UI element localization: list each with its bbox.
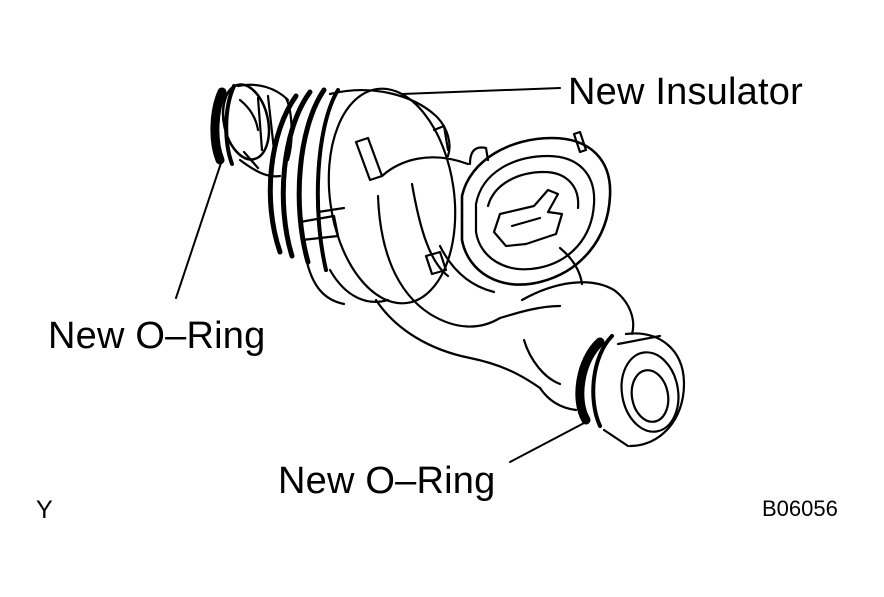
new-o-ring-left-label: New O–Ring: [48, 315, 266, 357]
lower-nozzle: [575, 332, 686, 448]
upper-nozzle: [210, 83, 293, 178]
injector-body: [374, 146, 635, 412]
figure-code-label: B06056: [762, 496, 838, 521]
insulator-leader-line: [401, 87, 561, 95]
new-o-ring-bottom-label: New O–Ring: [278, 460, 496, 502]
upper-oring-leader-line: [175, 159, 223, 299]
lower-o-ring: [575, 337, 605, 425]
electrical-connector: [424, 130, 612, 286]
upper-o-ring: [210, 87, 227, 165]
insulator-flange: [267, 87, 457, 306]
corner-mark-label: Y: [36, 496, 53, 524]
lower-oring-leader-line: [509, 421, 587, 463]
new-insulator-label: New Insulator: [568, 71, 803, 113]
